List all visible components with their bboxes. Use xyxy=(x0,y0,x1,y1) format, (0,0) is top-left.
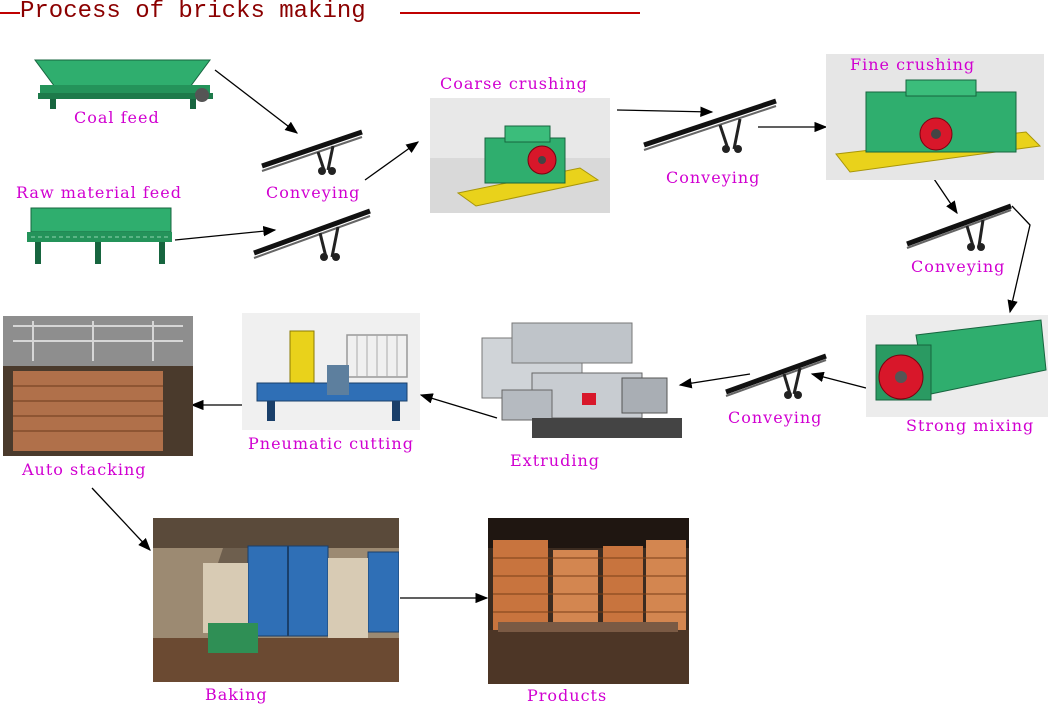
pneumatic-cutter-image xyxy=(242,313,420,430)
conveyor-1-image xyxy=(261,129,363,175)
fine-crusher-image xyxy=(826,54,1044,180)
baking-kiln-image xyxy=(153,518,399,682)
label-conveying-4: Conveying xyxy=(728,408,823,427)
arrow-raw-to-conveyor xyxy=(174,225,277,241)
arrow-extruder-to-cutting xyxy=(419,393,498,419)
conveyor-2-image xyxy=(643,98,777,153)
arrow-conveyor-to-extruder xyxy=(678,373,751,389)
extruder-image xyxy=(481,322,682,438)
arrow-coarse-to-conveyor xyxy=(616,106,714,117)
label-coarse-crushing: Coarse crushing xyxy=(440,74,588,93)
arrow-conveyor-to-mixer xyxy=(1007,205,1031,314)
label-extruding: Extruding xyxy=(510,451,600,470)
conveyor-4-image xyxy=(725,353,827,399)
arrow-mixer-to-conveyor xyxy=(810,371,867,389)
label-products: Products xyxy=(527,686,608,705)
coal-feeder-image xyxy=(34,59,213,109)
label-baking: Baking xyxy=(205,685,268,704)
label-raw-material-feed: Raw material feed xyxy=(16,183,182,202)
title-rule-left xyxy=(0,12,20,14)
auto-stacking-image xyxy=(3,316,193,456)
label-strong-mixing: Strong mixing xyxy=(906,416,1035,435)
coarse-crusher-image xyxy=(430,98,610,213)
conveyor-raw-image xyxy=(253,208,371,261)
label-pneumatic-cutting: Pneumatic cutting xyxy=(248,434,414,453)
arrow-coal-to-conveyor xyxy=(214,69,299,134)
raw-material-feeder-image xyxy=(27,207,172,264)
label-conveying-2: Conveying xyxy=(666,168,761,187)
conveyor-3-image xyxy=(906,203,1012,251)
page-title: Process of bricks making xyxy=(20,0,366,25)
arrow-conveyor-to-coarse xyxy=(364,141,420,181)
strong-mixer-image xyxy=(866,315,1048,417)
label-coal-feed: Coal feed xyxy=(74,108,160,127)
label-fine-crushing: Fine crushing xyxy=(850,55,976,74)
label-conveying-1: Conveying xyxy=(266,183,361,202)
label-conveying-3: Conveying xyxy=(911,257,1006,276)
products-bricks-image xyxy=(488,518,689,684)
title-rule-right xyxy=(400,12,640,14)
label-auto-stacking: Auto stacking xyxy=(22,460,147,479)
arrow-stacking-to-baking xyxy=(91,487,151,551)
